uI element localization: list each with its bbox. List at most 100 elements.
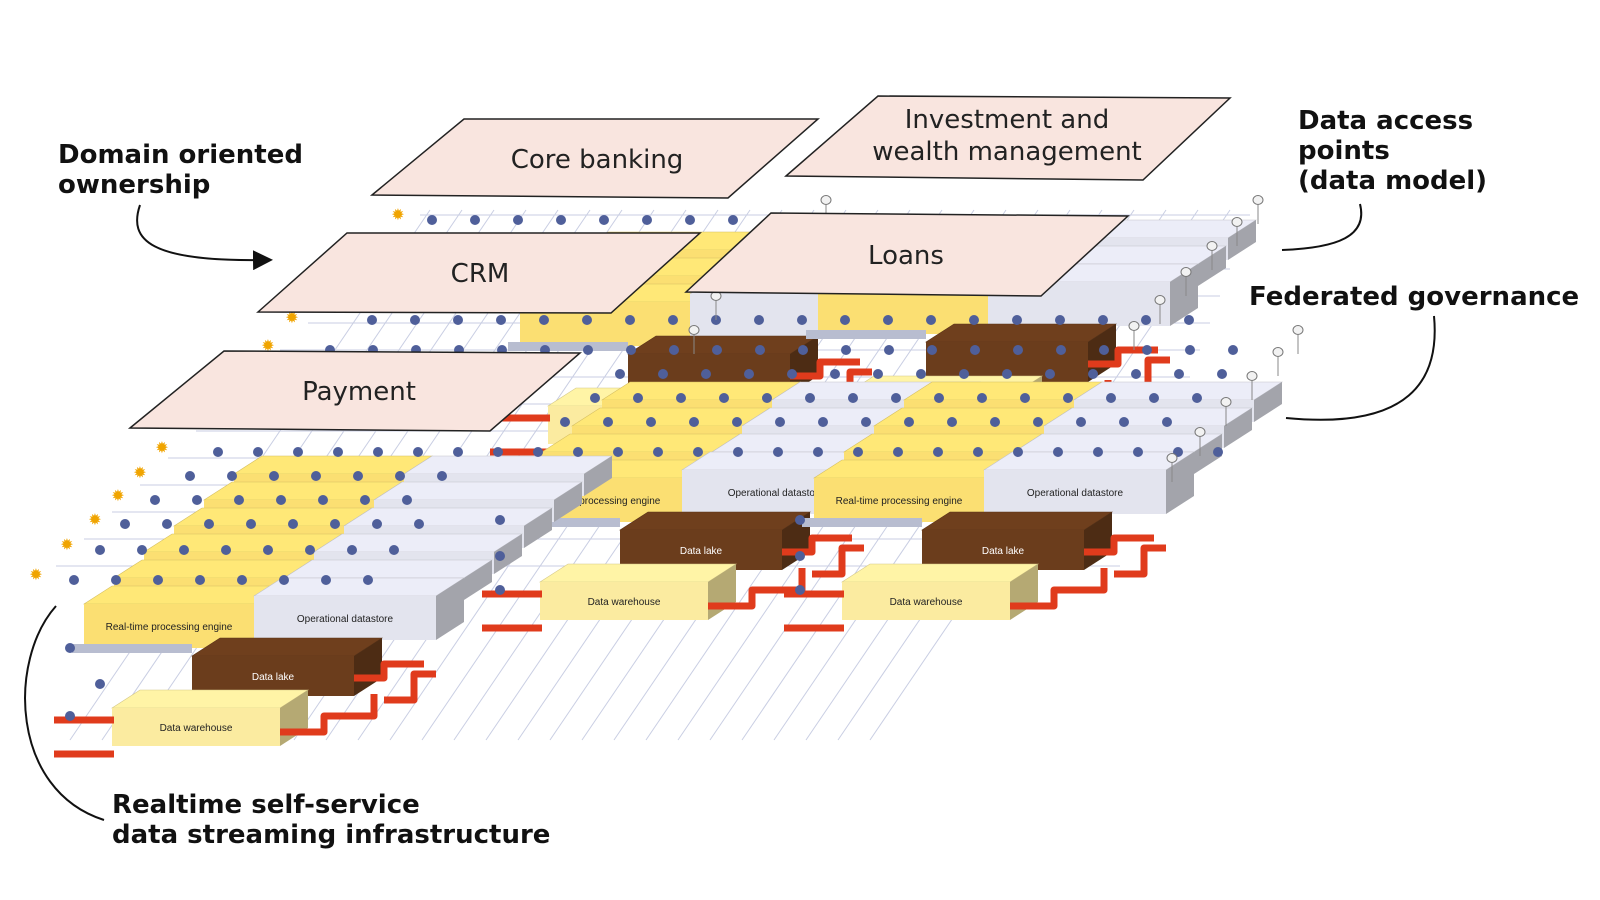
mesh-node [111, 575, 121, 585]
callout-data-access-points: Data access points (data model) [1298, 106, 1488, 196]
domain-plane-loans[interactable]: Loans [684, 212, 1130, 297]
mesh-node [668, 315, 678, 325]
pipe [708, 568, 806, 610]
mesh-node [495, 515, 505, 525]
mesh-node [1055, 315, 1065, 325]
data-warehouse-block-label: Data warehouse [890, 597, 963, 608]
mesh-node [493, 447, 503, 457]
domain-plane-payment[interactable]: Payment [127, 350, 582, 432]
mesh-node [234, 495, 244, 505]
domain-plane-core-banking[interactable]: Core banking [369, 118, 820, 199]
mesh-node [615, 369, 625, 379]
mesh-node [495, 585, 505, 595]
mesh-node [413, 447, 423, 457]
mesh-node [513, 215, 523, 225]
mesh-node [276, 495, 286, 505]
mesh-node [1076, 417, 1086, 427]
domain-plane-crm[interactable]: CRM [256, 232, 702, 314]
mesh-node [533, 447, 543, 457]
mesh-node [372, 519, 382, 529]
mesh-node [883, 315, 893, 325]
governance-stars: ✹✹✹✹✹✹✹✹✹ [29, 207, 404, 584]
mesh-node [1002, 369, 1012, 379]
mesh-node [453, 447, 463, 457]
mesh-node [947, 417, 957, 427]
mesh-node [1063, 393, 1073, 403]
mesh-node [150, 495, 160, 505]
mesh-node [560, 417, 570, 427]
mesh-node [318, 495, 328, 505]
mesh-node [195, 575, 205, 585]
mesh-node [613, 447, 623, 457]
mesh-node [813, 447, 823, 457]
mesh-node [539, 315, 549, 325]
mesh-node [590, 393, 600, 403]
mesh-node [1213, 447, 1223, 457]
mesh-node [427, 215, 437, 225]
data-lake-block: Data lake [920, 511, 1114, 570]
access-points-curve [1281, 203, 1363, 251]
mesh-node [353, 471, 363, 481]
governance-star-icon: ✹ [155, 440, 168, 457]
mesh-node [934, 393, 944, 403]
mesh-node [1192, 393, 1202, 403]
mesh-node [69, 575, 79, 585]
mesh-node [402, 495, 412, 505]
mesh-node [732, 417, 742, 427]
mesh-node [719, 393, 729, 403]
domain-plane-investment[interactable]: Investment and wealth management [784, 95, 1232, 181]
mesh-node [848, 393, 858, 403]
data-warehouse-block: Data warehouse [110, 689, 310, 746]
mesh-node [1020, 393, 1030, 403]
mesh-node [1033, 417, 1043, 427]
access-point-pin-icon [1246, 371, 1258, 381]
mesh-node [221, 545, 231, 555]
mesh-node [204, 519, 214, 529]
mesh-node [840, 315, 850, 325]
mesh-node [95, 545, 105, 555]
mesh-node [395, 471, 405, 481]
domain-label-payment: Payment [302, 377, 416, 407]
realtime-engine-block-label: Real-time processing engine [534, 496, 661, 507]
mesh-node [1098, 315, 1108, 325]
mesh-node [775, 417, 785, 427]
mesh-node [1088, 369, 1098, 379]
mesh-node [973, 447, 983, 457]
mesh-node [1162, 417, 1172, 427]
data-lake-block-label: Data lake [982, 546, 1025, 557]
mesh-node [137, 545, 147, 555]
governance-star-icon: ✹ [391, 207, 404, 224]
mesh-node [633, 393, 643, 403]
mesh-node [1141, 315, 1151, 325]
mesh-node [798, 345, 808, 355]
mesh-node [689, 417, 699, 427]
access-point-pin-icon [1206, 241, 1218, 251]
mesh-node [192, 495, 202, 505]
access-point-pin-icon [1180, 267, 1192, 277]
mesh-node [926, 315, 936, 325]
governance-star-icon: ✹ [29, 567, 42, 584]
mesh-node [333, 447, 343, 457]
pipe [790, 358, 860, 380]
data-warehouse-block-label: Data warehouse [160, 723, 233, 734]
domain-label-loans: Loans [868, 241, 944, 271]
data-lake-block-label: Data lake [252, 672, 295, 683]
mesh-node [1217, 369, 1227, 379]
mesh-node [162, 519, 172, 529]
mesh-node [795, 515, 805, 525]
mesh-node [861, 417, 871, 427]
mesh-node [853, 447, 863, 457]
mesh-node [360, 495, 370, 505]
callout-federated-governance: Federated governance [1249, 282, 1580, 312]
mesh-node [599, 215, 609, 225]
access-point-pin-icon [820, 195, 832, 205]
mesh-node [279, 575, 289, 585]
access-point-pin-icon [688, 325, 700, 335]
mesh-node [1228, 345, 1238, 355]
governance-star-icon: ✹ [133, 465, 146, 482]
mesh-node [969, 315, 979, 325]
mesh-node [227, 471, 237, 481]
mesh-node [884, 345, 894, 355]
mesh-node [1099, 345, 1109, 355]
